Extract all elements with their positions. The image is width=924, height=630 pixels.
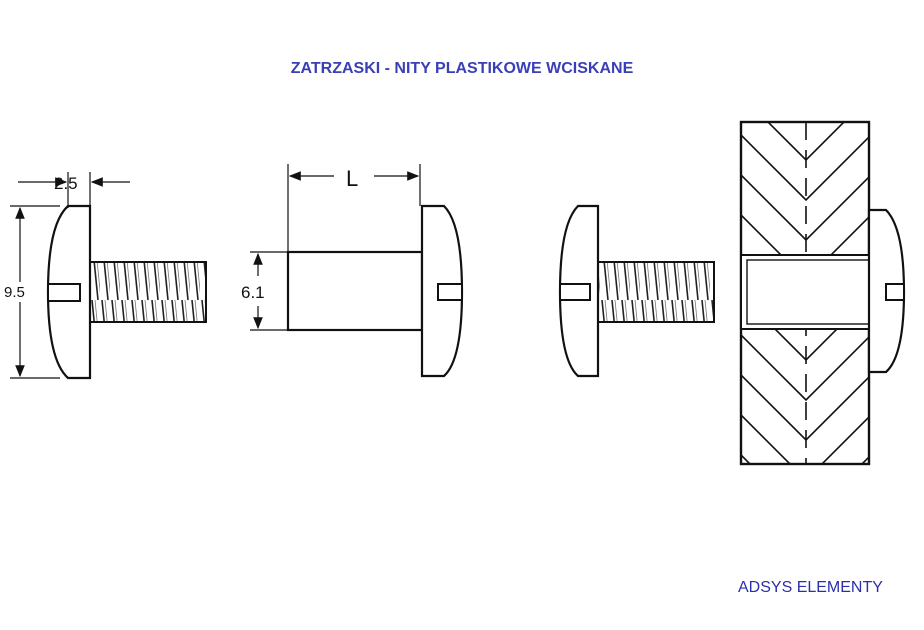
head-diameter-dimension: 9.5: [4, 205, 60, 379]
screw-part-dimensioned: [46, 204, 207, 380]
shaft-diameter-label: 6.1: [241, 283, 265, 302]
head-diameter-label: 9.5: [4, 284, 25, 301]
diagram-title: ZATRZASKI - NITY PLASTIKOWE WCISKANE: [290, 60, 634, 77]
head-thickness-label: 2.5: [54, 174, 78, 193]
brand-label: ADSYS ELEMENTY: [738, 579, 883, 596]
rivet-sleeve-part: [286, 204, 464, 378]
head-thickness-dimension: 2.5: [18, 172, 130, 208]
length-label: L: [346, 166, 358, 191]
shaft-diameter-dimension: 6.1: [241, 251, 288, 331]
length-dimension: L: [287, 164, 421, 252]
panel-cross-section: [739, 120, 906, 466]
screw-part-assembly: [558, 204, 715, 378]
